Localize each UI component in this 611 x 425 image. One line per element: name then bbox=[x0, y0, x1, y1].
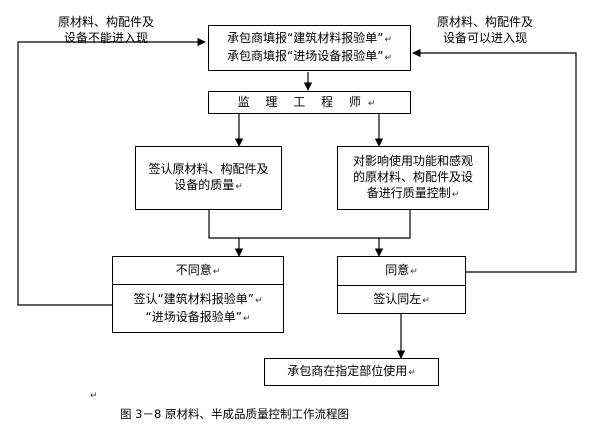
agree-title: 同意↵ bbox=[385, 263, 418, 277]
agree-divider bbox=[338, 285, 465, 286]
agree-box: 同意↵ 签认同左↵ bbox=[337, 256, 466, 314]
right-note: 原材料、构配件及 设备可以进入现 bbox=[437, 15, 534, 45]
use-box: 承包商在指定部位使用↵ bbox=[264, 358, 439, 386]
merge-line bbox=[208, 210, 411, 239]
agree-body: 签认同左↵ bbox=[373, 292, 430, 306]
disagree-box: 不同意↵ 签认“建筑材料报验单”↵ “进场设备报验单”↵ bbox=[112, 256, 284, 333]
sign-quality-box: 签认原材料、构配件及 设备的质量↵ bbox=[135, 146, 282, 210]
submit-box: 承包商填报“建筑材料报验单”↵ 承包商填报“进场设备报验单”↵ bbox=[208, 25, 411, 71]
stray-return-mark: ↵ bbox=[90, 391, 98, 401]
arrow-disagree-loop bbox=[17, 37, 206, 306]
disagree-title: 不同意↵ bbox=[175, 262, 221, 277]
disagree-body: 签认“建筑材料报验单”↵ “进场设备报验单”↵ bbox=[133, 292, 263, 324]
disagree-divider bbox=[113, 284, 283, 285]
control-box: 对影响使用功能和感观 的原材料、构配件及设 备进行质量控制↵ bbox=[337, 146, 489, 210]
figure-caption: 图 3－8 原材料、半成品质量控制工作流程图 bbox=[120, 407, 349, 421]
supervisor-box: 监 理 工 程 师↵ bbox=[208, 91, 411, 114]
arrow-agree-loop bbox=[412, 48, 577, 273]
left-note: 原材料、构配件及 设备不能进入现 bbox=[58, 15, 155, 45]
